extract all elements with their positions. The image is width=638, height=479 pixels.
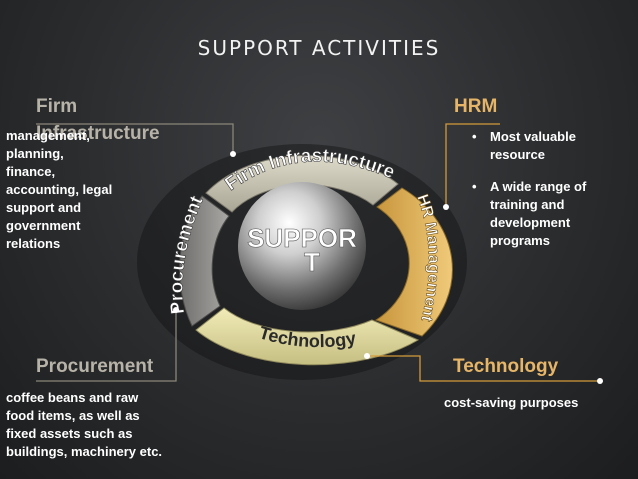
technology-description: cost-saving purposes xyxy=(444,394,578,412)
procurement-text-line: coffee beans and raw xyxy=(6,389,162,407)
firm-text-line: support and xyxy=(6,199,112,217)
hrm-bullet-list: • Most valuable resource • A wide range … xyxy=(472,128,632,264)
technology-heading: Technology xyxy=(453,356,558,378)
hrm-bullet-item: • Most valuable resource xyxy=(472,128,632,164)
procurement-text-line: fixed assets such as xyxy=(6,425,162,443)
firm-text-line: management, xyxy=(6,127,112,145)
hrm-bullet-line: programs xyxy=(490,232,632,250)
procurement-heading: Procurement xyxy=(36,356,153,378)
connector-dot-firm xyxy=(230,151,236,157)
procurement-text-line: food items, as well as xyxy=(6,407,162,425)
firm-text-line: government xyxy=(6,217,112,235)
firm-text-line: relations xyxy=(6,235,112,253)
hrm-heading: HRM xyxy=(454,96,497,118)
hrm-bullet-line: A wide range of xyxy=(490,178,632,196)
firm-description: management, planning, finance, accountin… xyxy=(6,127,112,253)
connector-dot-hrm xyxy=(443,204,449,210)
bullet-marker: • xyxy=(472,128,477,146)
firm-text-line: accounting, legal xyxy=(6,181,112,199)
technology-text-line: cost-saving purposes xyxy=(444,394,578,412)
firm-text-line: planning, xyxy=(6,145,112,163)
connector-dot-procurement xyxy=(173,307,179,313)
center-label-line1: SUPPOR xyxy=(247,223,357,253)
connector-dot-technology-ring xyxy=(364,353,370,359)
hrm-bullet-item: • A wide range of training and developme… xyxy=(472,178,632,250)
hrm-bullet-line: development xyxy=(490,214,632,232)
firm-heading-line1: Firm xyxy=(36,96,77,118)
firm-text-line: finance, xyxy=(6,163,112,181)
procurement-description: coffee beans and raw food items, as well… xyxy=(6,389,162,461)
hrm-bullet-line: resource xyxy=(490,146,632,164)
hrm-bullet-line: training and xyxy=(490,196,632,214)
connector-dot-technology-end xyxy=(597,378,603,384)
procurement-text-line: buildings, machinery etc. xyxy=(6,443,162,461)
hrm-bullet-line: Most valuable xyxy=(490,128,632,146)
bullet-marker: • xyxy=(472,178,477,196)
center-label-line2: T xyxy=(304,247,320,277)
